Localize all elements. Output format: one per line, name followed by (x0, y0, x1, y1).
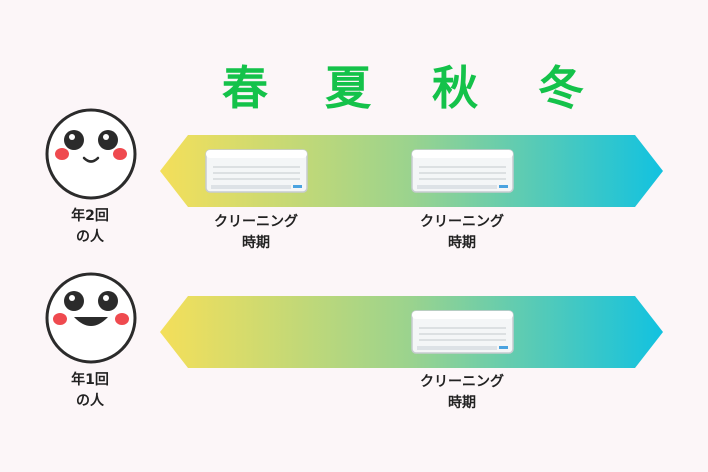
cleaning-label-line: 時期 (242, 235, 270, 251)
cleaning-label-line: 時期 (448, 395, 476, 411)
person-label-once: 年1回 の人 (40, 370, 140, 412)
season-spring: 春 (222, 61, 268, 115)
cleaning-label-line: 時期 (448, 235, 476, 251)
season-header: 春 夏 秋 冬 (222, 58, 602, 118)
person-label-line: 年1回 (71, 372, 109, 388)
cleaning-label-line: クリーニング (214, 214, 298, 230)
person-label-twice: 年2回 の人 (40, 206, 140, 248)
season-winter: 冬 (538, 61, 584, 115)
person-label-line: の人 (76, 229, 104, 245)
grinning-face-icon (45, 272, 137, 364)
smiling-face-icon (45, 108, 137, 200)
air-conditioner-icon (411, 149, 514, 193)
cleaning-period-label: クリーニング 時期 (191, 212, 321, 254)
season-autumn: 秋 (432, 61, 478, 115)
season-summer: 夏 (325, 61, 371, 115)
cleaning-period-label: クリーニング 時期 (397, 372, 527, 414)
air-conditioner-icon (205, 149, 308, 193)
air-conditioner-icon (411, 310, 514, 354)
person-label-line: 年2回 (71, 208, 109, 224)
person-label-line: の人 (76, 393, 104, 409)
cleaning-label-line: クリーニング (420, 214, 504, 230)
cleaning-label-line: クリーニング (420, 374, 504, 390)
cleaning-period-label: クリーニング 時期 (397, 212, 527, 254)
